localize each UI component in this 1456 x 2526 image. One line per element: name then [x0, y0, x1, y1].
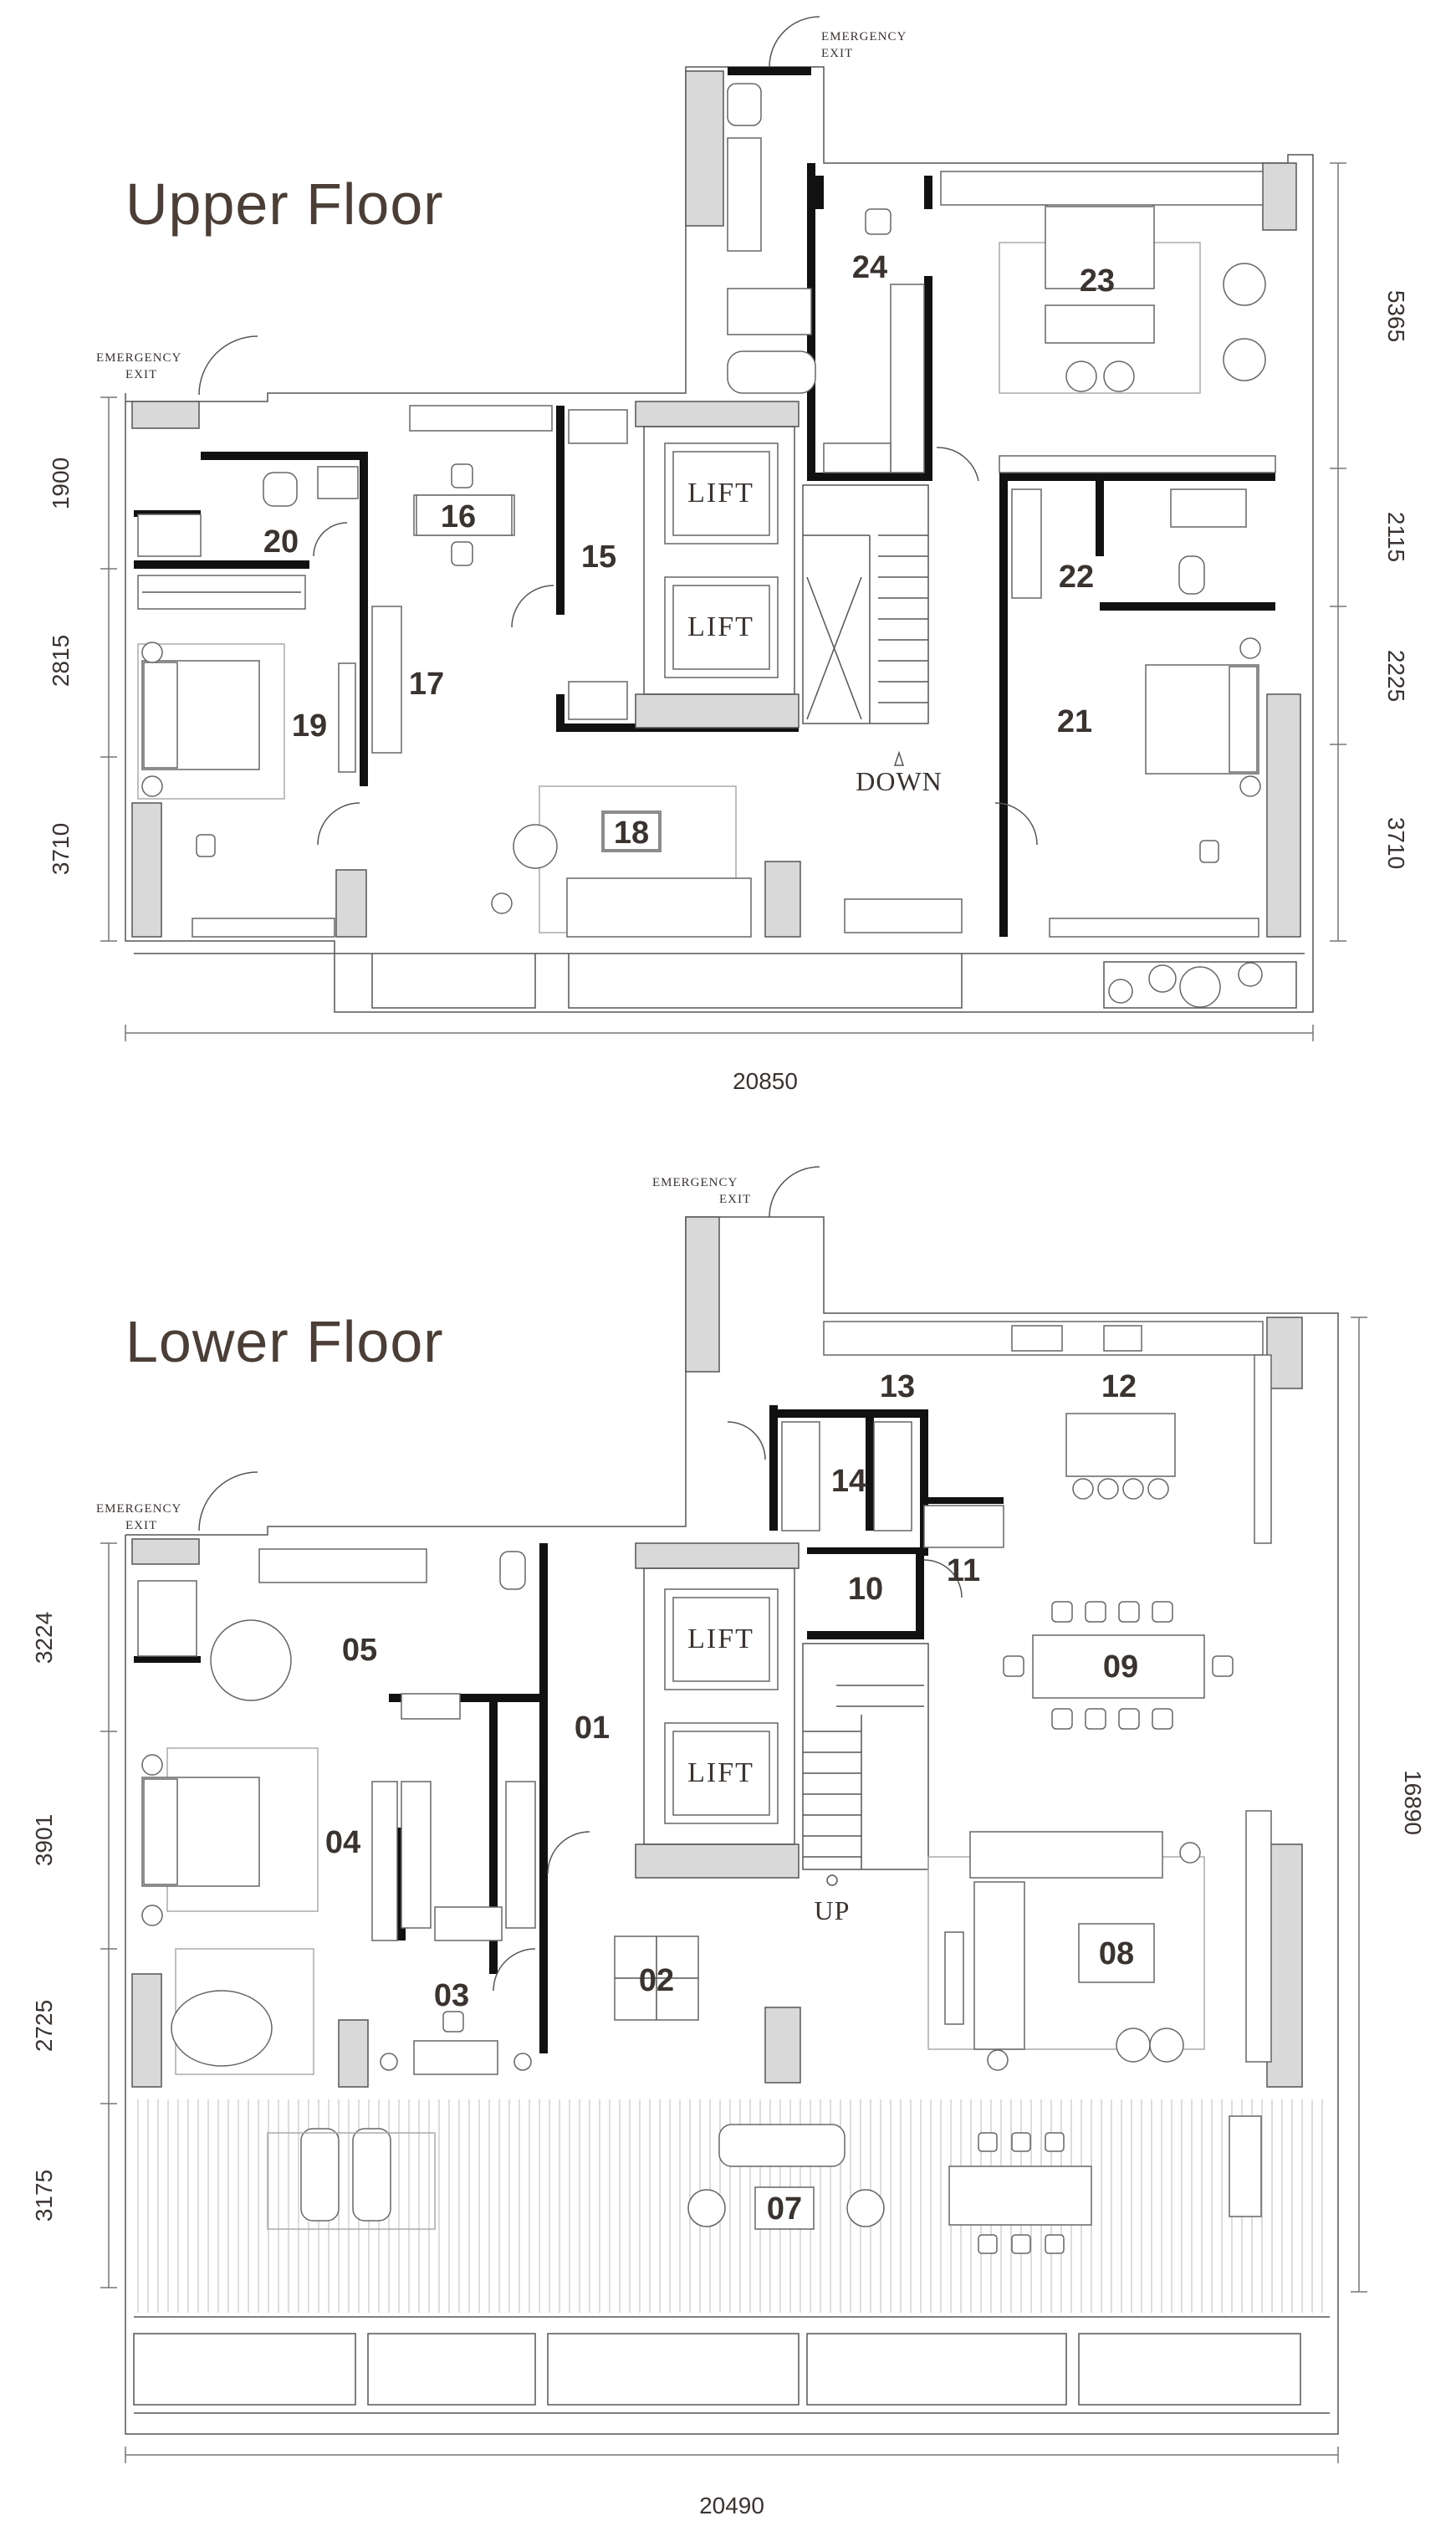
room-02-label: 02: [639, 1963, 674, 1998]
room-21-label: 21: [1057, 704, 1092, 739]
upper-exit-label-left-2: EXIT: [125, 368, 157, 381]
upper-dimensions: [100, 162, 1346, 1041]
room-09-dining: [1003, 1601, 1234, 1730]
room-10-label: 10: [848, 1572, 883, 1607]
upper-casework: [137, 284, 1276, 754]
room-05-label: 05: [342, 1633, 377, 1668]
upper-dim-left-1: 1900: [48, 458, 74, 509]
lower-doors: [198, 1166, 963, 1992]
upper-lift-1-label: LIFT: [687, 478, 754, 509]
up-arrow-icon: [893, 750, 905, 766]
upper-dim-right-2: 2115: [1383, 512, 1409, 562]
lower-outline: [125, 1216, 1339, 2435]
room-12-label: 12: [1101, 1369, 1137, 1404]
upper-floor-title: Upper Floor: [125, 171, 444, 237]
room-04-bedroom: [141, 1747, 536, 2075]
room-23-bedroom: [940, 171, 1266, 394]
lower-lift-2-label: LIFT: [687, 1757, 754, 1788]
room-20-label: 20: [263, 524, 299, 560]
room-19-bedroom: [137, 642, 356, 938]
lower-exit-label-left-2: EXIT: [125, 1519, 157, 1532]
room-22-bath: [1170, 488, 1247, 595]
upper-dim-left-3: 3710: [48, 823, 74, 875]
upper-lift-2-label: LIFT: [687, 611, 754, 642]
lower-columns: [131, 1216, 1303, 2088]
upper-doors: [198, 16, 1038, 846]
room-22-label: 22: [1059, 560, 1094, 595]
room-07-terrace: [267, 2115, 1262, 2254]
upper-exit-label-left-1: EMERGENCY: [96, 351, 181, 365]
upper-floor-plan: Upper Floor: [48, 16, 1409, 1094]
room-21-bedroom: [1049, 637, 1261, 938]
upper-lifts: LIFT LIFT: [643, 426, 795, 695]
lower-lift-1-label: LIFT: [687, 1623, 754, 1654]
room-24-label: 24: [852, 250, 887, 285]
room-02-table: [614, 1935, 699, 2021]
room-03-study: [338, 2011, 532, 2088]
room-15-label: 15: [581, 539, 616, 575]
room-20-bath: [137, 466, 359, 557]
upper-dim-left-2: 2815: [48, 635, 74, 687]
up-marker-icon: [826, 1874, 838, 1886]
lower-stair-label: UP: [815, 1895, 851, 1925]
planters: [133, 2333, 1301, 2406]
upper-stair-label: DOWN: [856, 766, 943, 796]
lower-stair: UP: [802, 1643, 929, 1925]
upper-dim-bottom: 20850: [733, 1068, 798, 1094]
lower-dim-right: 16890: [1400, 1770, 1426, 1835]
lower-floor-plan: Lower Floor: [31, 1166, 1426, 2518]
upper-exit-label-top-2: EXIT: [821, 47, 853, 60]
room-05-bath: [137, 1548, 526, 1720]
room-08-label: 08: [1099, 1936, 1134, 1971]
upper-balcony-plants: [1103, 961, 1297, 1009]
lower-exit-label-left-1: EMERGENCY: [96, 1502, 181, 1516]
room-19-label: 19: [292, 708, 327, 744]
kitchen: [823, 1321, 1272, 1544]
lower-dim-left-4: 3175: [31, 2170, 57, 2222]
upper-columns: [131, 70, 1301, 938]
room-18-lounge: [491, 785, 963, 938]
room-11-label: 11: [947, 1553, 980, 1588]
upper-dim-right-4: 3710: [1383, 817, 1409, 869]
room-09-label: 09: [1103, 1649, 1138, 1685]
room-04-label: 04: [325, 1825, 360, 1860]
upper-exit-label-top-1: EMERGENCY: [821, 30, 907, 43]
lower-exit-label-top-1: EMERGENCY: [652, 1176, 738, 1189]
room-13-label: 13: [880, 1369, 915, 1404]
lower-floor-title: Lower Floor: [125, 1309, 444, 1374]
room-18-label: 18: [614, 816, 649, 851]
lower-dim-left-3: 2725: [31, 2000, 57, 2052]
room-08-living: [927, 1810, 1272, 2071]
lower-walls: [134, 1405, 1004, 2053]
upper-dim-right-3: 2225: [1383, 650, 1409, 702]
room-03-label: 03: [434, 1978, 469, 2013]
room-23-label: 23: [1080, 263, 1115, 299]
lower-exit-label-top-2: EXIT: [719, 1193, 751, 1206]
upper-dim-right-1: 5365: [1383, 290, 1409, 342]
room-24-bath: [727, 83, 891, 394]
lower-dim-left-2: 3901: [31, 1814, 57, 1866]
lower-dimensions: [100, 1317, 1367, 2463]
lower-dim-bottom: 20490: [699, 2493, 764, 2518]
lower-lifts: LIFT LIFT: [643, 1567, 795, 1845]
upper-stair: DOWN: [802, 484, 943, 796]
room-14-pantry: [781, 1421, 1004, 1548]
upper-outline: [125, 66, 1314, 1013]
room-01-label: 01: [575, 1710, 610, 1746]
room-07-label: 07: [767, 2191, 802, 2227]
room-16-label: 16: [441, 499, 476, 534]
room-17-label: 17: [409, 667, 444, 702]
lower-dim-left-1: 3224: [31, 1612, 57, 1664]
room-14-label: 14: [831, 1464, 866, 1499]
